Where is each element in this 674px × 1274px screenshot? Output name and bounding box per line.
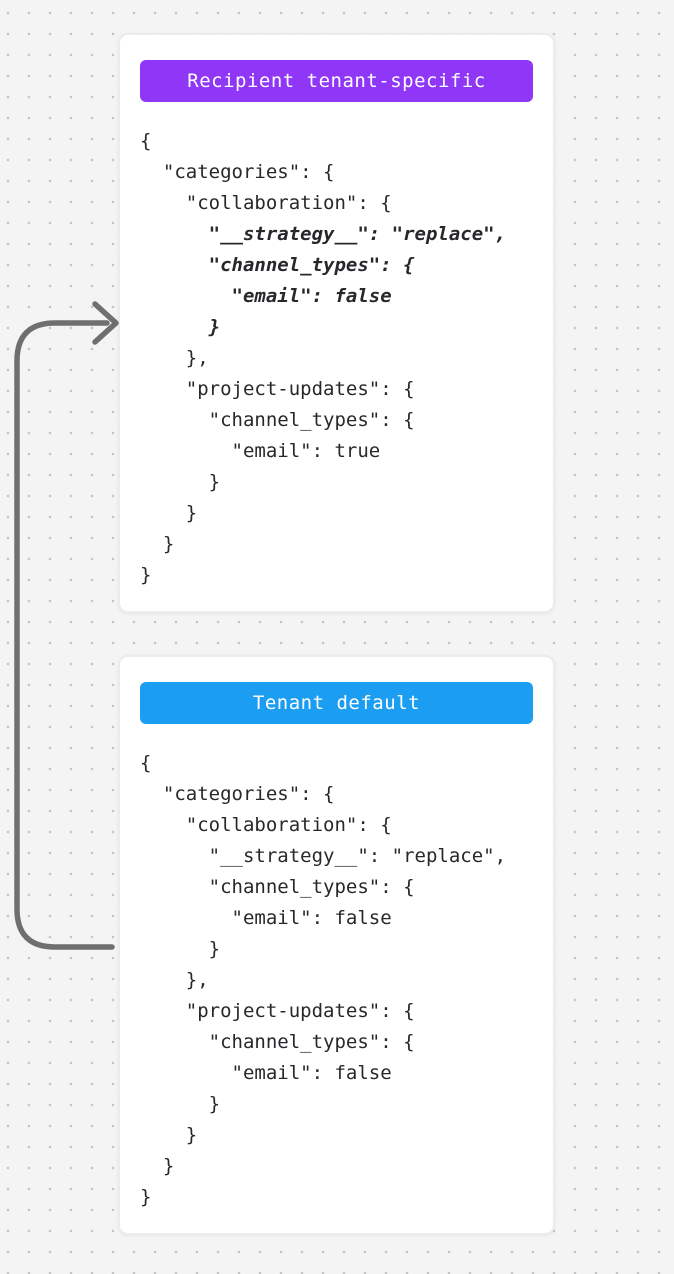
code-line: } [140, 502, 198, 524]
code-line: "collaboration": { [140, 192, 392, 214]
recipient-tenant-specific-badge: Recipient tenant-specific [140, 60, 533, 102]
tenant-default-card: Tenant default { "categories": { "collab… [118, 655, 555, 1235]
code-line: } [140, 564, 152, 586]
code-line: "collaboration": { [140, 814, 392, 836]
arrow-head-icon [92, 301, 119, 345]
code-line: } [140, 471, 221, 493]
arrow-line [14, 320, 115, 950]
recipient-tenant-json-code-block: { "categories": { "collaboration": { "__… [140, 126, 533, 591]
code-line: "categories": { [140, 161, 335, 183]
recipient-tenant-specific-card: Recipient tenant-specific { "categories"… [118, 33, 555, 613]
code-line: "channel_types": { [140, 254, 415, 276]
code-line: } [140, 533, 175, 555]
code-line: "channel_types": { [140, 1031, 415, 1053]
code-line: }, [140, 347, 209, 369]
code-line: }, [140, 969, 209, 991]
code-line: "email": false [140, 907, 392, 929]
code-line: } [140, 1155, 175, 1177]
code-line: "project-updates": { [140, 1000, 415, 1022]
code-line: "email": false [140, 285, 392, 307]
code-line: } [140, 316, 221, 338]
code-line: "categories": { [140, 783, 335, 805]
code-line: "channel_types": { [140, 876, 415, 898]
code-line: { [140, 752, 152, 774]
code-line: } [140, 938, 221, 960]
code-line: "email": true [140, 440, 381, 462]
tenant-default-badge: Tenant default [140, 682, 533, 724]
code-line: } [140, 1124, 198, 1146]
code-line: } [140, 1093, 221, 1115]
code-line: "channel_types": { [140, 409, 415, 431]
tenant-default-json-code-block: { "categories": { "collaboration": { "__… [140, 748, 533, 1213]
code-line: { [140, 130, 152, 152]
code-line: "__strategy__": "replace", [140, 845, 507, 867]
code-line: "project-updates": { [140, 378, 415, 400]
code-line: } [140, 1186, 152, 1208]
code-line: "__strategy__": "replace", [140, 223, 507, 245]
code-line: "email": false [140, 1062, 392, 1084]
